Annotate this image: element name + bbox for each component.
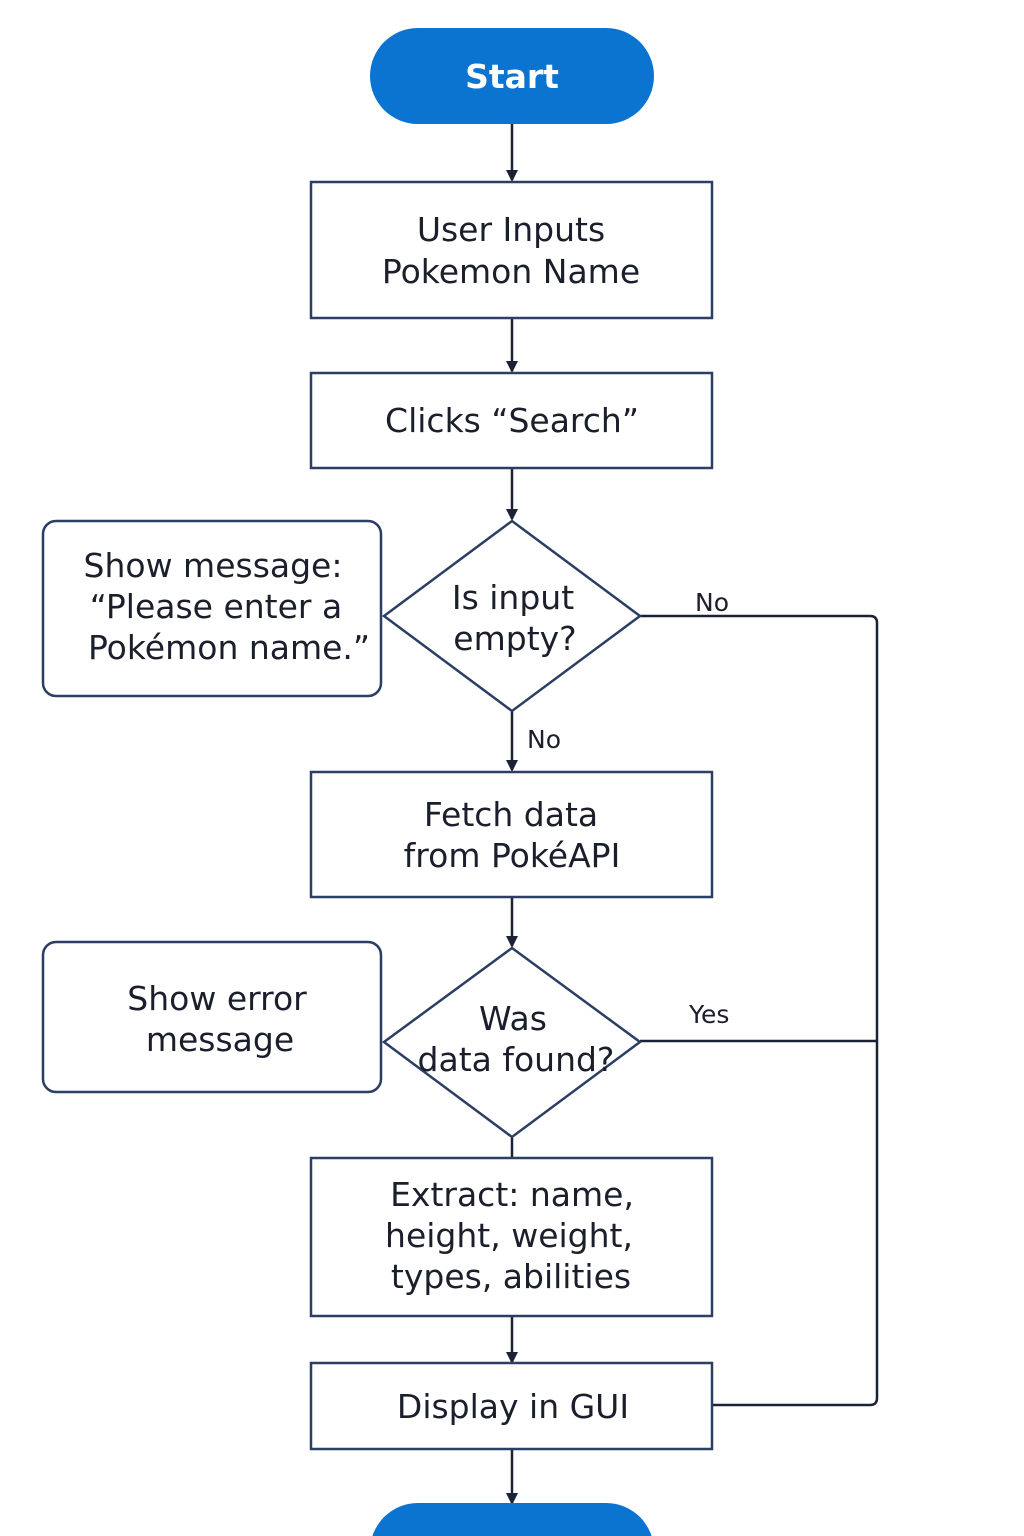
end-node [372, 1503, 652, 1536]
clicks-search-box [309, 371, 714, 470]
fetch-data-label-line-1: Fetch data [424, 795, 598, 834]
extract-label-line-1: Extract: name, [390, 1175, 634, 1214]
edge-label-empty-no-right: No [695, 588, 729, 617]
empty-message-node: Show message: “Please enter a Pokémon na… [41, 519, 383, 698]
extract-label-line-2: height, weight, [385, 1216, 633, 1255]
user-input-node: User Inputs Pokemon Name [309, 180, 714, 320]
extract-box [309, 1156, 714, 1318]
input-empty-diamond [381, 519, 643, 713]
data-found-label-line-1: Was [479, 999, 547, 1038]
clicks-search-label: Clicks “Search” [385, 401, 639, 440]
end-terminal-shape [372, 1503, 652, 1536]
edge-empty-check-no-right [640, 614, 879, 1407]
edge-label-found-yes: Yes [688, 1000, 729, 1029]
error-message-node: Show error message [41, 940, 383, 1094]
error-message-line-1: Show error [127, 979, 307, 1018]
connectors [506, 124, 879, 1505]
empty-message-line-2: “Please enter a [90, 587, 342, 626]
input-empty-decision-node: Is input empty? [381, 519, 643, 713]
data-found-label-line-2: data found? [418, 1040, 615, 1079]
start-label: Start [465, 57, 559, 96]
fetch-data-box [309, 770, 714, 899]
display-gui-node: Display in GUI [309, 1361, 714, 1451]
error-message-line-2: message [146, 1020, 294, 1059]
extract-node: Extract: name, height, weight, types, ab… [309, 1156, 714, 1318]
user-input-label-line-2: Pokemon Name [382, 252, 640, 291]
data-found-diamond [381, 946, 643, 1139]
display-gui-label: Display in GUI [397, 1387, 629, 1426]
empty-message-line-3: Pokémon name.” [88, 628, 370, 667]
empty-message-line-1: Show message: [84, 546, 343, 585]
display-gui-box [309, 1361, 714, 1451]
start-node: Start [370, 28, 654, 124]
data-found-decision-node: Was data found? [381, 946, 643, 1139]
fetch-data-label-line-2: from PokéAPI [404, 836, 621, 875]
user-input-label-line-1: User Inputs [417, 210, 605, 249]
start-terminal-shape [370, 28, 654, 124]
user-input-box [309, 180, 714, 320]
error-message-box [41, 940, 383, 1094]
extract-label-line-3: types, abilities [391, 1257, 631, 1296]
edge-label-empty-no-down: No [527, 725, 561, 754]
input-empty-label-line-2: empty? [453, 619, 576, 658]
input-empty-label-line-1: Is input [452, 578, 574, 617]
fetch-data-node: Fetch data from PokéAPI [309, 770, 714, 899]
empty-message-box [41, 519, 383, 698]
clicks-search-node: Clicks “Search” [309, 371, 714, 470]
